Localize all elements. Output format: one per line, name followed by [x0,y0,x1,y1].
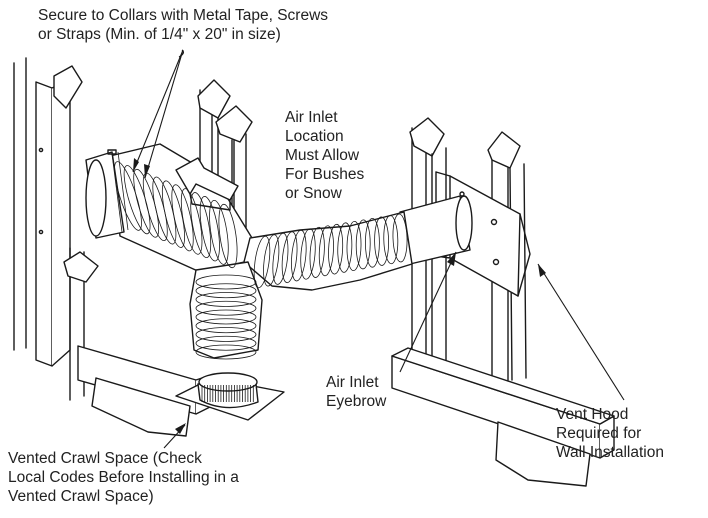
left-wall-framing [13,57,99,401]
air-inlet-location-label: Air Inlet Location Must Allow For Bushes… [285,109,365,202]
air-flow-arrow [175,157,239,211]
air-inlet-eyebrow-label: Air Inlet Eyebrow [326,374,387,410]
leader-lines [132,49,625,449]
flex-duct [109,143,413,359]
secure-collars-label: Secure to Collars with Metal Tape, Screw… [38,7,329,43]
crawl-space-collar [175,372,285,421]
leader-arrowheads [133,158,546,434]
duct-corrugations [114,161,408,360]
left-collar [85,149,129,239]
vent-hood-label: Vent Hood Required for Wall Installation [556,406,664,461]
crawl-space-label: Vented Crawl Space (Check Local Codes Be… [8,450,239,505]
right-sill-plate [391,347,615,487]
